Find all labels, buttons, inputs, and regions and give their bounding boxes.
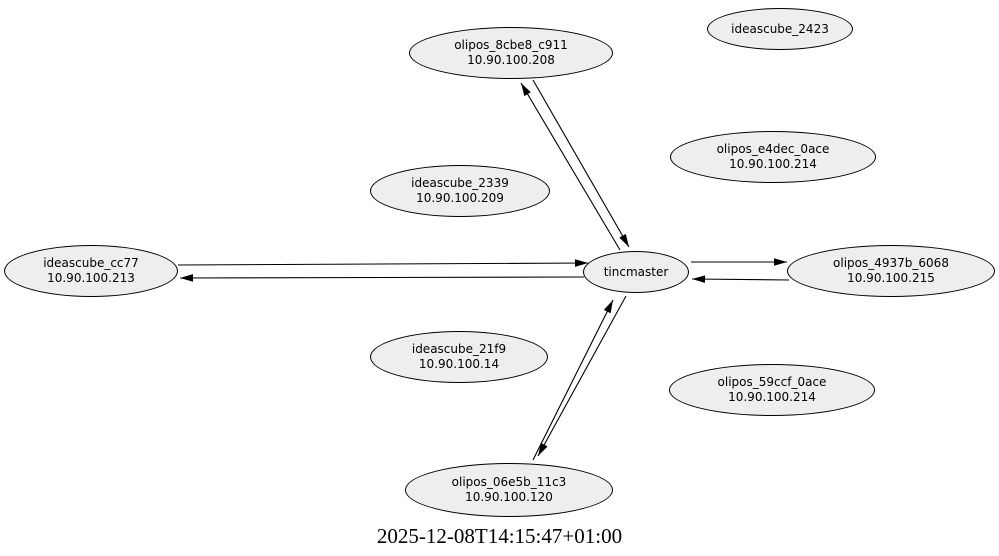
node-label: olipos_8cbe8_c911 — [454, 38, 568, 52]
edge-tincmaster-to-olipos_06e5b_11c3 — [537, 295, 627, 457]
node-ip: 10.90.100.214 — [728, 390, 816, 404]
node-olipos_06e5b_11c3: olipos_06e5b_11c3 10.90.100.120 — [405, 463, 613, 517]
node-label: olipos_06e5b_11c3 — [451, 475, 567, 489]
node-ideascube_21f9: ideascube_21f9 10.90.100.14 — [370, 331, 548, 383]
node-label: ideascube_cc77 — [43, 256, 139, 270]
edge-tincmaster-to-olipos_8cbe8_c911 — [520, 82, 621, 251]
node-ip: 10.90.100.214 — [729, 157, 817, 171]
edge-tincmaster-to-ideascube_cc77 — [179, 274, 585, 282]
node-olipos_8cbe8_c911: olipos_8cbe8_c911 10.90.100.208 — [409, 27, 613, 79]
timestamp-caption: 2025-12-08T14:15:47+01:00 — [376, 524, 623, 548]
node-ip: 10.90.100.215 — [847, 271, 935, 285]
node-olipos_4937b_6068: olipos_4937b_6068 10.90.100.215 — [787, 245, 995, 297]
node-olipos_59ccf_0ace: olipos_59ccf_0ace 10.90.100.214 — [669, 364, 875, 416]
edge-olipos_8cbe8_c911-to-tincmaster — [532, 79, 630, 248]
node-ip: 10.90.100.209 — [416, 191, 504, 205]
node-label: tincmaster — [603, 264, 669, 279]
node-ip: 10.90.100.120 — [465, 490, 553, 504]
node-label: ideascube_2339 — [411, 176, 509, 190]
node-label: olipos_59ccf_0ace — [717, 375, 827, 389]
node-ideascube_2339: ideascube_2339 10.90.100.209 — [370, 165, 550, 217]
node-label: ideascube_2423 — [731, 21, 829, 36]
node-tincmaster: tincmaster — [583, 251, 689, 293]
node-ip: 10.90.100.208 — [467, 53, 555, 67]
node-olipos_e4dec_0ace: olipos_e4dec_0ace 10.90.100.214 — [670, 131, 876, 183]
edge-ideascube_cc77-to-tincmaster — [177, 259, 589, 267]
node-ip: 10.90.100.14 — [418, 357, 500, 371]
node-label: olipos_e4dec_0ace — [716, 142, 830, 156]
node-ip: 10.90.100.213 — [47, 271, 135, 285]
node-ideascube_2423: ideascube_2423 — [707, 8, 853, 50]
node-label: ideascube_21f9 — [411, 342, 507, 356]
edge-olipos_4937b_6068-to-tincmaster — [691, 275, 790, 283]
edge-olipos_06e5b_11c3-to-tincmaster — [532, 299, 614, 461]
node-ideascube_cc77: ideascube_cc77 10.90.100.213 — [4, 245, 178, 297]
node-label: olipos_4937b_6068 — [833, 256, 949, 270]
